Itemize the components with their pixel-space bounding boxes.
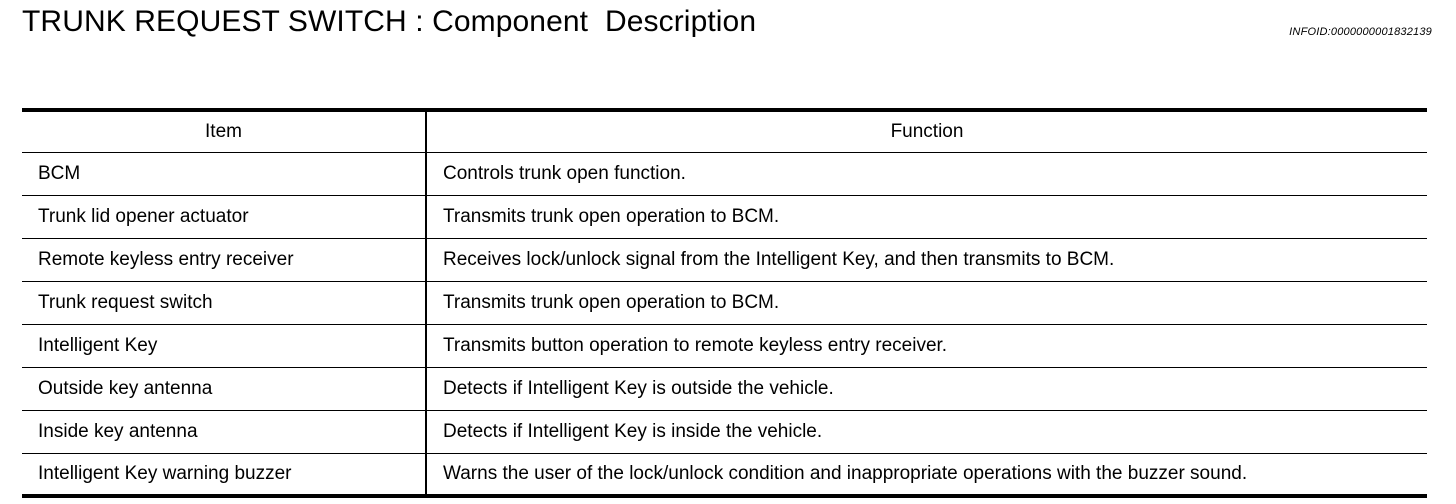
table-cell-function: Warns the user of the lock/unlock condit… xyxy=(426,452,1427,498)
table-row: Intelligent Key Transmits button operati… xyxy=(22,323,1427,368)
function-label: Warns the user of the lock/unlock condit… xyxy=(443,462,1248,484)
table-row: Inside key antenna Detects if Intelligen… xyxy=(22,409,1427,454)
column-header-function: Function xyxy=(426,108,1427,153)
item-label: Remote keyless entry receiver xyxy=(38,248,294,270)
infoid-label: INFOID:0000000001832139 xyxy=(1289,26,1432,38)
table-cell-function: Detects if Intelligent Key is inside the… xyxy=(426,409,1427,454)
table-cell-item: Outside key antenna xyxy=(22,366,427,411)
table-body: BCM Controls trunk open function. Trunk … xyxy=(22,151,1427,498)
column-header-item: Item xyxy=(22,108,427,153)
item-label: Trunk lid opener actuator xyxy=(38,205,249,227)
function-label: Detects if Intelligent Key is outside th… xyxy=(443,377,834,399)
item-label: BCM xyxy=(38,162,81,184)
component-description-table: Item Function BCM Controls trunk open fu… xyxy=(22,108,1427,498)
table-row: Trunk request switch Transmits trunk ope… xyxy=(22,280,1427,325)
table-cell-function: Controls trunk open function. xyxy=(426,151,1427,196)
table-row: Remote keyless entry receiver Receives l… xyxy=(22,237,1427,282)
table-header: Item Function xyxy=(22,108,1427,153)
function-label: Receives lock/unlock signal from the Int… xyxy=(443,248,1115,270)
item-label: Intelligent Key warning buzzer xyxy=(38,462,292,484)
function-label: Transmits button operation to remote key… xyxy=(443,334,948,356)
function-label: Controls trunk open function. xyxy=(443,162,686,184)
table-cell-item: BCM xyxy=(22,151,427,196)
table-cell-item: Remote keyless entry receiver xyxy=(22,237,427,282)
function-label: Detects if Intelligent Key is inside the… xyxy=(443,420,823,442)
table-row: Outside key antenna Detects if Intellige… xyxy=(22,366,1427,411)
table-row: Trunk lid opener actuator Transmits trun… xyxy=(22,194,1427,239)
function-label: Transmits trunk open operation to BCM. xyxy=(443,291,780,313)
table-cell-item: Trunk lid opener actuator xyxy=(22,194,427,239)
table-cell-function: Receives lock/unlock signal from the Int… xyxy=(426,237,1427,282)
item-label: Outside key antenna xyxy=(38,377,213,399)
table-header-row: Item Function xyxy=(22,108,1427,153)
item-label: Intelligent Key xyxy=(38,334,158,356)
table-cell-item: Intelligent Key xyxy=(22,323,427,368)
column-header-function-label: Function xyxy=(890,120,964,142)
table-cell-function: Detects if Intelligent Key is outside th… xyxy=(426,366,1427,411)
table-cell-function: Transmits trunk open operation to BCM. xyxy=(426,194,1427,239)
item-label: Inside key antenna xyxy=(38,420,198,442)
table-cell-item: Inside key antenna xyxy=(22,409,427,454)
table-cell-item: Intelligent Key warning buzzer xyxy=(22,452,427,498)
table-row: BCM Controls trunk open function. xyxy=(22,151,1427,196)
item-label: Trunk request switch xyxy=(38,291,213,313)
function-label: Transmits trunk open operation to BCM. xyxy=(443,205,780,227)
table-cell-function: Transmits trunk open operation to BCM. xyxy=(426,280,1427,325)
component-description-table-wrapper: Item Function BCM Controls trunk open fu… xyxy=(22,108,1427,498)
document-header: TRUNK REQUEST SWITCH : Component Descrip… xyxy=(0,0,1456,60)
column-header-item-label: Item xyxy=(205,120,242,142)
table-row: Intelligent Key warning buzzer Warns the… xyxy=(22,452,1427,498)
table-cell-function: Transmits button operation to remote key… xyxy=(426,323,1427,368)
table-cell-item: Trunk request switch xyxy=(22,280,427,325)
page-title: TRUNK REQUEST SWITCH : Component Descrip… xyxy=(22,5,757,38)
